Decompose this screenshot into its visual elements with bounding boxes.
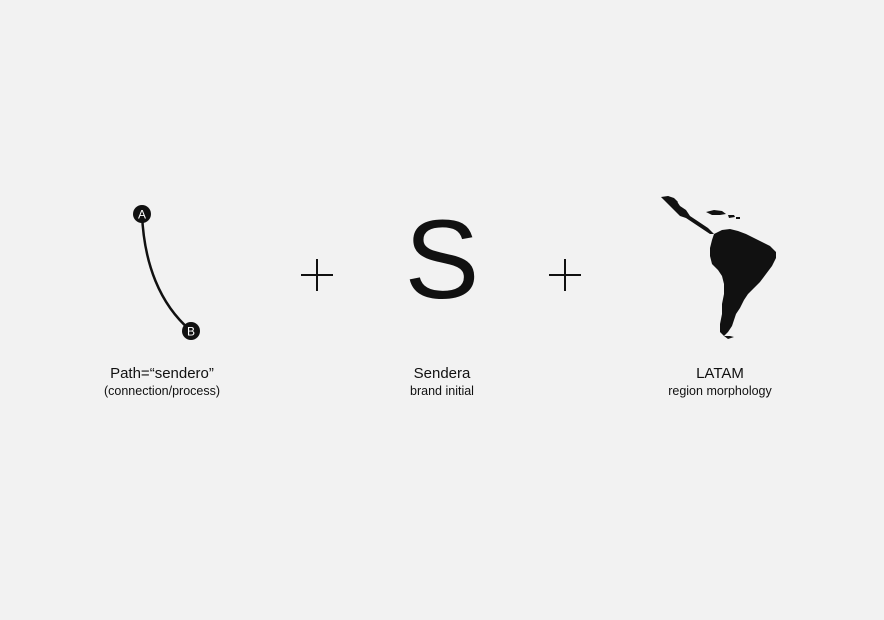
- path-concept-block: A B Path=“sendero” (connection/process): [72, 190, 252, 399]
- region-sublabel: region morphology: [668, 384, 772, 398]
- region-concept-block: LATAM region morphology: [630, 190, 810, 399]
- node-b-circle: [182, 322, 200, 340]
- path-label: Path=“sendero”: [110, 365, 214, 382]
- brand-label: Sendera: [413, 365, 471, 382]
- path-graphic: A B: [72, 190, 252, 355]
- node-b-label: B: [187, 325, 195, 339]
- plus-icon: [549, 259, 581, 291]
- path-curve: [140, 212, 192, 332]
- plus-icon: [301, 259, 333, 291]
- brand-sublabel: brand initial: [410, 384, 474, 398]
- region-graphic: [630, 190, 810, 355]
- brand-initial-glyph: S: [404, 197, 480, 322]
- path-sublabel: (connection/process): [103, 384, 221, 398]
- region-label: LATAM: [696, 365, 744, 382]
- brand-concept-block: S Sendera brand initial: [352, 190, 532, 399]
- latin-america-map-icon: [661, 196, 776, 339]
- brand-graphic: S: [352, 190, 532, 355]
- node-a-label: A: [138, 208, 146, 222]
- path-curve-diagram: A B: [133, 205, 200, 340]
- node-a-circle: [133, 205, 151, 223]
